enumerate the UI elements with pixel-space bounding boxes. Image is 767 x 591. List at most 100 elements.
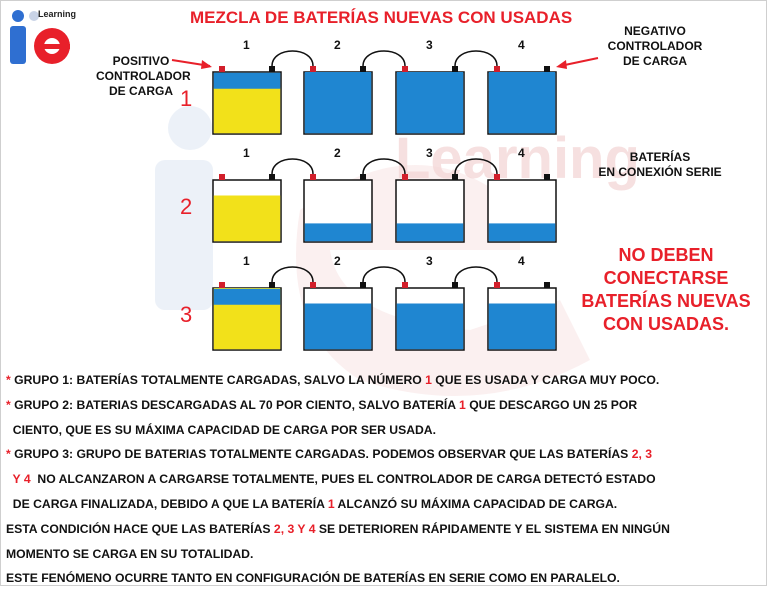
battery [395,66,465,135]
body-text: GRUPO 1: BATERÍAS TOTALMENTE CARGADAS, S… [14,373,426,387]
battery-number-label: 3 [426,38,433,52]
battery-number-label: 4 [518,38,525,52]
battery-charge-fill [488,223,556,242]
battery-charge-fill [213,195,281,242]
battery-charge-fill [304,72,372,134]
body-text: ALCANZÓ SU MÁXIMA CAPACIDAD DE CARGA. [334,496,618,511]
highlight-text: 1 [459,397,466,412]
highlight-text: * [6,447,15,462]
page-title: MEZCLA DE BATERÍAS NUEVAS CON USADAS [190,8,573,27]
text-line: MOMENTO SE CARGA EN SU TOTALIDAD. [6,542,766,567]
body-text: QUE DESCARGO UN 25 POR [465,397,638,412]
highlight-text: 2, 3 [631,447,653,462]
text-line: ESTE FENÓMENO OCURRE TANTO EN CONFIGURAC… [6,566,766,591]
positive-terminal [219,282,225,288]
negative-terminal [269,282,275,288]
battery [487,174,557,243]
battery-number-label: 3 [426,146,433,160]
negativo-label: NEGATIVO CONTROLADOR DE CARGA [607,24,703,68]
body-text: NO ALCANZARON A CARGARSE TOTALMENTE, PUE… [30,472,656,487]
highlight-text: Y 4 [6,472,31,487]
text-line: DE CARGA FINALIZADA, DEBIDO A QUE LA BAT… [6,492,766,517]
battery-charge-fill [213,87,281,134]
group-number-2: 2 [180,194,193,219]
battery-number-label: 2 [334,38,341,52]
positive-terminal [402,282,408,288]
highlight-text: 2, 3 Y 4 [273,521,316,536]
body-text: ESTE FENÓMENO OCURRE TANTO EN CONFIGURAC… [6,571,620,586]
battery-charge-fill [304,223,372,242]
text-line: CIENTO, QUE ES SU MÁXIMA CAPACIDAD DE CA… [6,418,766,443]
explanation-text: * GRUPO 1: BATERÍAS TOTALMENTE CARGADAS,… [6,368,766,591]
negative-terminal [452,282,458,288]
battery-number-label: 4 [518,254,525,268]
ie-logo [4,4,84,70]
battery [303,66,373,135]
series-wire [271,50,314,67]
body-text: CIENTO, QUE ES SU MÁXIMA CAPACIDAD DE CA… [6,422,436,437]
negative-terminal [269,66,275,72]
series-wire [454,158,498,175]
battery [487,282,557,351]
battery [212,282,282,351]
text-line: * GRUPO 1: BATERÍAS TOTALMENTE CARGADAS,… [6,368,766,393]
body-text: MOMENTO SE CARGA EN SU TOTALIDAD. [6,546,254,561]
battery-number-label: 1 [243,38,250,52]
warning-text: NO DEBEN CONECTARSE BATERÍAS NUEVAS CON … [581,245,751,334]
logo-small-text: Learning [38,9,77,19]
battery-charge-fill [488,72,556,134]
battery-charge-fill [488,303,556,350]
text-line: ESTA CONDICIÓN HACE QUE LAS BATERÍAS 2, … [6,517,766,542]
positive-terminal [402,174,408,180]
series-wire [271,158,314,175]
series-wire [454,50,498,67]
negative-terminal [452,174,458,180]
battery-number-label: 1 [243,254,250,268]
battery-number-label: 1 [243,146,250,160]
series-wire [454,266,498,283]
positive-terminal [310,282,316,288]
battery-groups [212,50,557,351]
negative-terminal [544,66,550,72]
text-line: * GRUPO 2: BATERIAS DESCARGADAS AL 70 PO… [6,393,766,418]
group-number-3: 3 [180,302,193,327]
series-wire [362,50,406,67]
highlight-text: 1 [327,496,335,511]
positive-terminal [219,174,225,180]
negative-terminal [544,282,550,288]
battery-charge-fill [396,72,464,134]
battery [303,174,373,243]
negative-terminal [360,66,366,72]
negativo-arrowhead [556,60,567,69]
text-line: Y 4 NO ALCANZARON A CARGARSE TOTALMENTE,… [6,467,766,492]
battery [487,66,557,135]
body-text: DE CARGA FINALIZADA, DEBIDO A QUE LA BAT… [6,496,328,511]
highlight-text: 1 [425,373,432,387]
battery-number-label: 2 [334,146,341,160]
battery-number-label: 3 [426,254,433,268]
highlight-text: * [6,397,15,412]
body-text: QUE ES USADA Y CARGA MUY POCO. [431,373,660,387]
battery-top-band [213,72,281,89]
positive-terminal [310,66,316,72]
negative-terminal [544,174,550,180]
body-text: GRUPO 2: BATERIAS DESCARGADAS AL 70 POR … [14,397,460,412]
series-wire [362,158,406,175]
battery-top-band [213,288,281,305]
battery-charge-fill [396,303,464,350]
battery-charge-fill [396,223,464,242]
serie-label: BATERÍAS EN CONEXIÓN SERIE [598,150,722,179]
negative-terminal [452,66,458,72]
positivo-arrowhead [201,60,212,69]
highlight-text: * [6,373,15,387]
positive-terminal [494,174,500,180]
battery-number-label: 4 [518,146,525,160]
negative-terminal [360,282,366,288]
body-text: SE DETERIOREN RÁPIDAMENTE Y EL SISTEMA E… [315,521,670,536]
body-text: ESTA CONDICIÓN HACE QUE LAS BATERÍAS [6,521,274,536]
battery-number-label: 2 [334,254,341,268]
positive-terminal [310,174,316,180]
battery [395,282,465,351]
battery [303,282,373,351]
